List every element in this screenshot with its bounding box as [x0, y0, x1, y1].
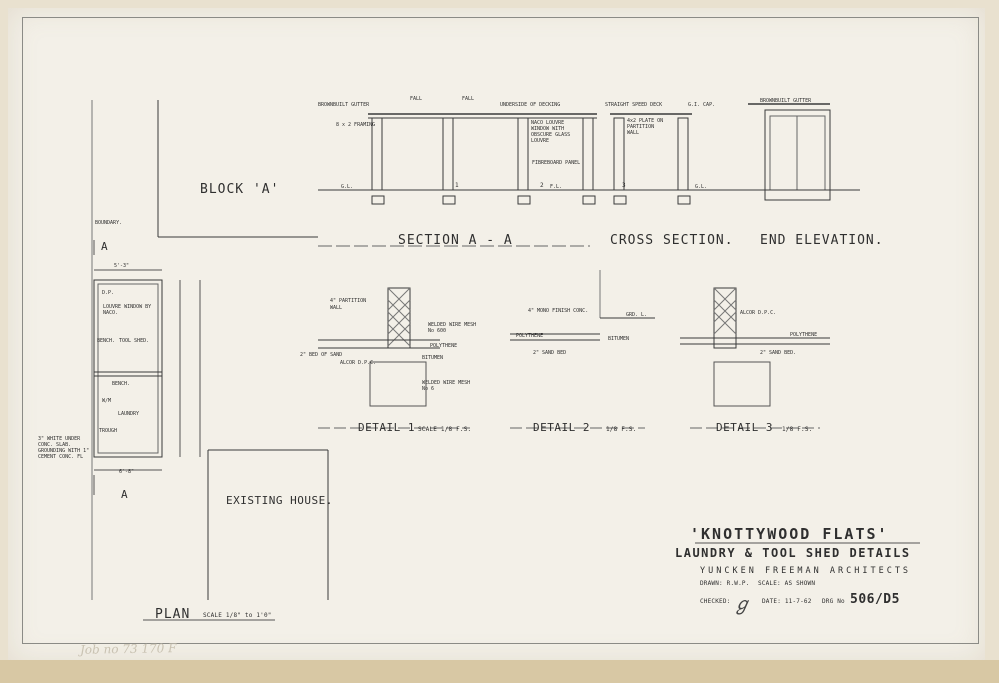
dim-top: 5'-3" [114, 263, 130, 269]
drawn-by: DRAWN: R.W.P. [700, 580, 750, 587]
section-wall [517, 117, 529, 191]
existing-house-label: EXISTING HOUSE. [226, 494, 333, 507]
note-boundary: BOUNDARY. [95, 220, 123, 226]
section-aa-title: SECTION A - A [398, 233, 513, 248]
plan-scale: SCALE 1/8" to 1'0" [203, 612, 272, 619]
detail3-hatch [713, 287, 737, 335]
note-fibreboard: FIBREBOARD PANEL [532, 160, 581, 166]
plan-title: PLAN [155, 607, 191, 622]
date: DATE: 11-7-62 [762, 598, 812, 605]
note-sand-bed-3: 2" SAND BED. [760, 350, 797, 356]
project-title: 'KNOTTYWOOD FLATS' [690, 525, 889, 543]
note-sand-bed-1: 2" BED OF SAND [300, 352, 343, 358]
note-welded-wire-bottom: WELDED WIRE MESH No 6 [422, 380, 471, 392]
note-brownbuilt-gutter-end: BROWNBUILT GUTTER [760, 98, 812, 104]
elevation-base [764, 189, 831, 201]
note-fall-2: FALL [462, 96, 475, 102]
note-mono-finish: 4" MONO FINISH CONC. [528, 308, 589, 314]
cross-section-title: CROSS SECTION. [610, 233, 734, 248]
checked-label: CHECKED: [700, 598, 731, 605]
sheet-border [22, 17, 979, 644]
section-mark-bottom: A [121, 488, 129, 501]
drawing-number: 506/D5 [850, 592, 900, 607]
plan-shed-inner [97, 283, 159, 454]
paper-edge [0, 660, 999, 683]
section-mark-3: 3 [622, 182, 626, 189]
footing [677, 195, 691, 205]
plan-dp: D.P. [102, 290, 115, 296]
note-speed-deck: STRAIGHT SPEED DECK [605, 102, 663, 108]
end-elevation-title: END ELEVATION. [760, 233, 884, 248]
paper [8, 8, 985, 663]
plan-shed-outline [93, 279, 163, 458]
note-naco-louvre: NACO LOUVRE WINDOW WITH OBSCURE GLASS LO… [531, 120, 571, 144]
note-welded-wire-top: WELDED WIRE MESH No 600 [428, 322, 477, 334]
detail3-wall [713, 287, 737, 349]
note-underside-decking: UNDERSIDE OF DECKING [500, 102, 561, 108]
detail1-scale: SCALE 1/8 F.S. [418, 426, 472, 433]
detail1-title: DETAIL 1 [358, 421, 415, 434]
note-gl-right: G.L. [695, 184, 708, 190]
cross-wall [613, 117, 625, 191]
note-wm: W/M [102, 398, 112, 404]
section-mark-2: 2 [540, 182, 544, 189]
note-plate-partition: 4x2 PLATE ON PARTITION WALL [627, 118, 664, 136]
detail2-scale: 1/8 F.S. [606, 426, 637, 433]
room-laundry: LAUNDRY [118, 411, 140, 417]
note-slab: 3" WHITE UNDER CONC. SLAB. GROUNDING WIT… [38, 436, 90, 460]
footing [582, 195, 596, 205]
pencil-note: Job no 73 170 F [79, 641, 177, 657]
room-tool-shed: TOOL SHED. [119, 338, 150, 344]
checked-signature: ℊ [733, 594, 751, 615]
detail3-title: DETAIL 3 [716, 421, 773, 434]
detail2-title: DETAIL 2 [533, 421, 590, 434]
note-bench-2: BENCH. [112, 381, 131, 387]
section-wall [371, 117, 383, 191]
note-louvre: LOUVRE WINDOW BY NACO. [103, 304, 152, 316]
footing [517, 195, 531, 205]
note-gl-left: G.L. [341, 184, 354, 190]
note-bitumen-2: BITUMEN [608, 336, 630, 342]
note-alcor-3: ALCOR D.P.C. [740, 310, 777, 316]
note-framing: 8 x 2 FRAMING [336, 122, 376, 128]
scale-note: SCALE: AS SHOWN [758, 580, 816, 587]
note-bench-1: BENCH. [97, 338, 116, 344]
note-trough: TROUGH [99, 428, 118, 434]
footing [442, 195, 456, 205]
block-a-label: BLOCK 'A' [200, 182, 280, 197]
detail3-footing [713, 361, 771, 407]
note-polythene-1: POLYTHENE [430, 343, 458, 349]
note-bitumen-1: BITUMEN [422, 355, 444, 361]
detail1-footing [369, 361, 427, 407]
sheet-subtitle: LAUNDRY & TOOL SHED DETAILS [675, 546, 911, 560]
note-partition-wall: 4" PARTITION WALL [330, 298, 367, 311]
note-brownbuilt-gutter: BROWNBUILT GUTTER [318, 102, 370, 108]
note-fl: F.L. [550, 184, 563, 190]
note-alcor-1: ALCOR D.P.C. [340, 360, 377, 366]
note-polythene-3: POLYTHENE [790, 332, 818, 338]
architects: YUNCKEN FREEMAN ARCHITECTS [700, 566, 912, 576]
dim-bottom: 6'-8" [119, 469, 135, 475]
section-wall [442, 117, 454, 191]
section-mark-top: A [101, 240, 109, 253]
drawing-number-label: DRG No [822, 598, 845, 605]
note-polythene-2: POLYTHENE [516, 333, 544, 339]
detail3-scale: 1/8 F.S. [782, 426, 813, 433]
footing [613, 195, 627, 205]
footing [371, 195, 385, 205]
detail1-hatch [387, 287, 411, 347]
note-gl: GRD. L. [626, 312, 648, 318]
cross-wall [677, 117, 689, 191]
section-mark-1: 1 [455, 182, 459, 189]
note-sand-bed-2: 2" SAND BED [533, 350, 567, 356]
section-wall [582, 117, 594, 191]
note-fall-1: FALL [410, 96, 423, 102]
note-gi-cap: G.I. CAP. [688, 102, 716, 108]
